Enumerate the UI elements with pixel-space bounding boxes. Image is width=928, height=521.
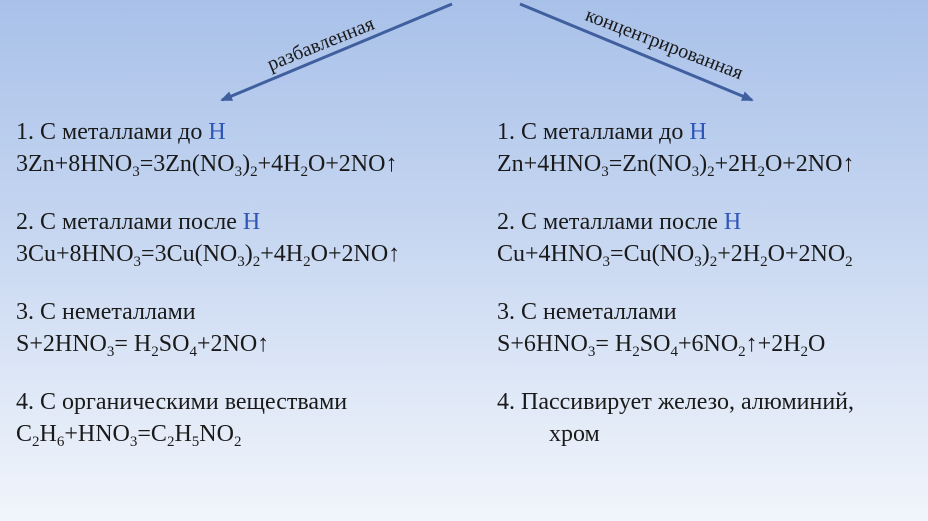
subscript: 3 xyxy=(129,434,138,450)
reaction-item: 4. С органическими веществами C2H6+HNO3=… xyxy=(16,386,486,450)
hydrogen-symbol: H xyxy=(242,209,261,235)
subscript: 2 xyxy=(303,254,311,270)
subscript: 3 xyxy=(602,254,611,270)
subscript: 2 xyxy=(252,254,261,270)
subscript: 2 xyxy=(738,344,746,360)
subscript: 2 xyxy=(760,254,768,270)
subscript: 2 xyxy=(845,254,853,270)
hydrogen-symbol: H xyxy=(723,209,742,235)
subscript: 2 xyxy=(32,434,40,450)
reaction-formula: S+6HNO3= H2SO4+6NO2↑+2H2O xyxy=(497,331,826,360)
subscript: 3 xyxy=(691,164,700,180)
dilute-column: 1. С металлами до H 3Zn+8HNO3=3Zn(NO3)2+… xyxy=(16,116,486,450)
reaction-item: 3. С неметаллами S+2HNO3= H2SO4+2NO↑ xyxy=(16,296,486,360)
subscript: 3 xyxy=(237,254,245,270)
reaction-heading: 1. С металлами до H xyxy=(497,119,707,145)
subscript: 4 xyxy=(670,344,678,360)
reaction-item: 1. С металлами до H Zn+4HNO3=Zn(NO3)2+2H… xyxy=(497,116,928,180)
reaction-item: 3. С неметаллами S+6HNO3= H2SO4+6NO2↑+2H… xyxy=(497,296,928,360)
reaction-formula: 3Zn+8HNO3=3Zn(NO3)2+4H2O+2NO↑ xyxy=(16,151,398,180)
reaction-formula: S+2HNO3= H2SO4+2NO↑ xyxy=(16,331,270,360)
reaction-heading: 1. С металлами до H xyxy=(16,119,226,145)
subscript: 3 xyxy=(587,344,596,360)
reaction-item: 1. С металлами до H 3Zn+8HNO3=3Zn(NO3)2+… xyxy=(16,116,486,180)
reaction-heading: 4. Пассивирует железо, алюминий, xyxy=(497,389,855,415)
subscript: 2 xyxy=(800,344,809,360)
hydrogen-symbol: H xyxy=(689,119,707,145)
subscript: 3 xyxy=(133,254,142,270)
subscript: 6 xyxy=(56,434,65,450)
reaction-formula: C2H6+HNO3=C2H5NO2 xyxy=(16,421,242,450)
dilute-arrow xyxy=(220,2,453,102)
subscript: 3 xyxy=(106,344,115,360)
subscript: 2 xyxy=(250,164,258,180)
reaction-formula: Cu+4HNO3=Cu(NO3)2+2H2O+2NO2 xyxy=(497,241,853,270)
subscript: 2 xyxy=(707,164,715,180)
subscript: 3 xyxy=(694,254,702,270)
subscript: 2 xyxy=(233,434,242,450)
reaction-heading: 3. С неметаллами xyxy=(16,299,196,325)
subscript: 2 xyxy=(757,164,765,180)
reaction-formula: 3Cu+8HNO3=3Cu(NO3)2+4H2O+2NO↑ xyxy=(16,241,401,270)
reaction-heading: 2. С металлами после H xyxy=(497,209,742,235)
subscript: 2 xyxy=(300,164,308,180)
concentrated-arrow xyxy=(519,2,754,102)
reaction-heading-continuation: хром xyxy=(549,421,600,447)
reaction-item: 4. Пассивирует железо, алюминий, хром xyxy=(497,386,928,450)
reaction-heading: 3. С неметаллами xyxy=(497,299,677,325)
reaction-item: 2. С металлами после H Cu+4HNO3=Cu(NO3)2… xyxy=(497,206,928,270)
reaction-heading: 4. С органическими веществами xyxy=(16,389,348,415)
hydrogen-symbol: H xyxy=(208,119,226,145)
reaction-heading: 2. С металлами после H xyxy=(16,209,261,235)
subscript: 3 xyxy=(234,164,243,180)
subscript: 2 xyxy=(632,344,640,360)
subscript: 4 xyxy=(189,344,197,360)
subscript: 2 xyxy=(151,344,159,360)
subscript: 5 xyxy=(191,434,200,450)
reaction-formula: Zn+4HNO3=Zn(NO3)2+2H2O+2NO↑ xyxy=(497,151,855,180)
subscript: 3 xyxy=(132,164,140,180)
reaction-item: 2. С металлами после H 3Cu+8HNO3=3Cu(NO3… xyxy=(16,206,486,270)
concentrated-column: 1. С металлами до H Zn+4HNO3=Zn(NO3)2+2H… xyxy=(497,116,928,450)
subscript: 3 xyxy=(601,164,609,180)
subscript: 2 xyxy=(166,434,175,450)
subscript: 2 xyxy=(709,254,718,270)
